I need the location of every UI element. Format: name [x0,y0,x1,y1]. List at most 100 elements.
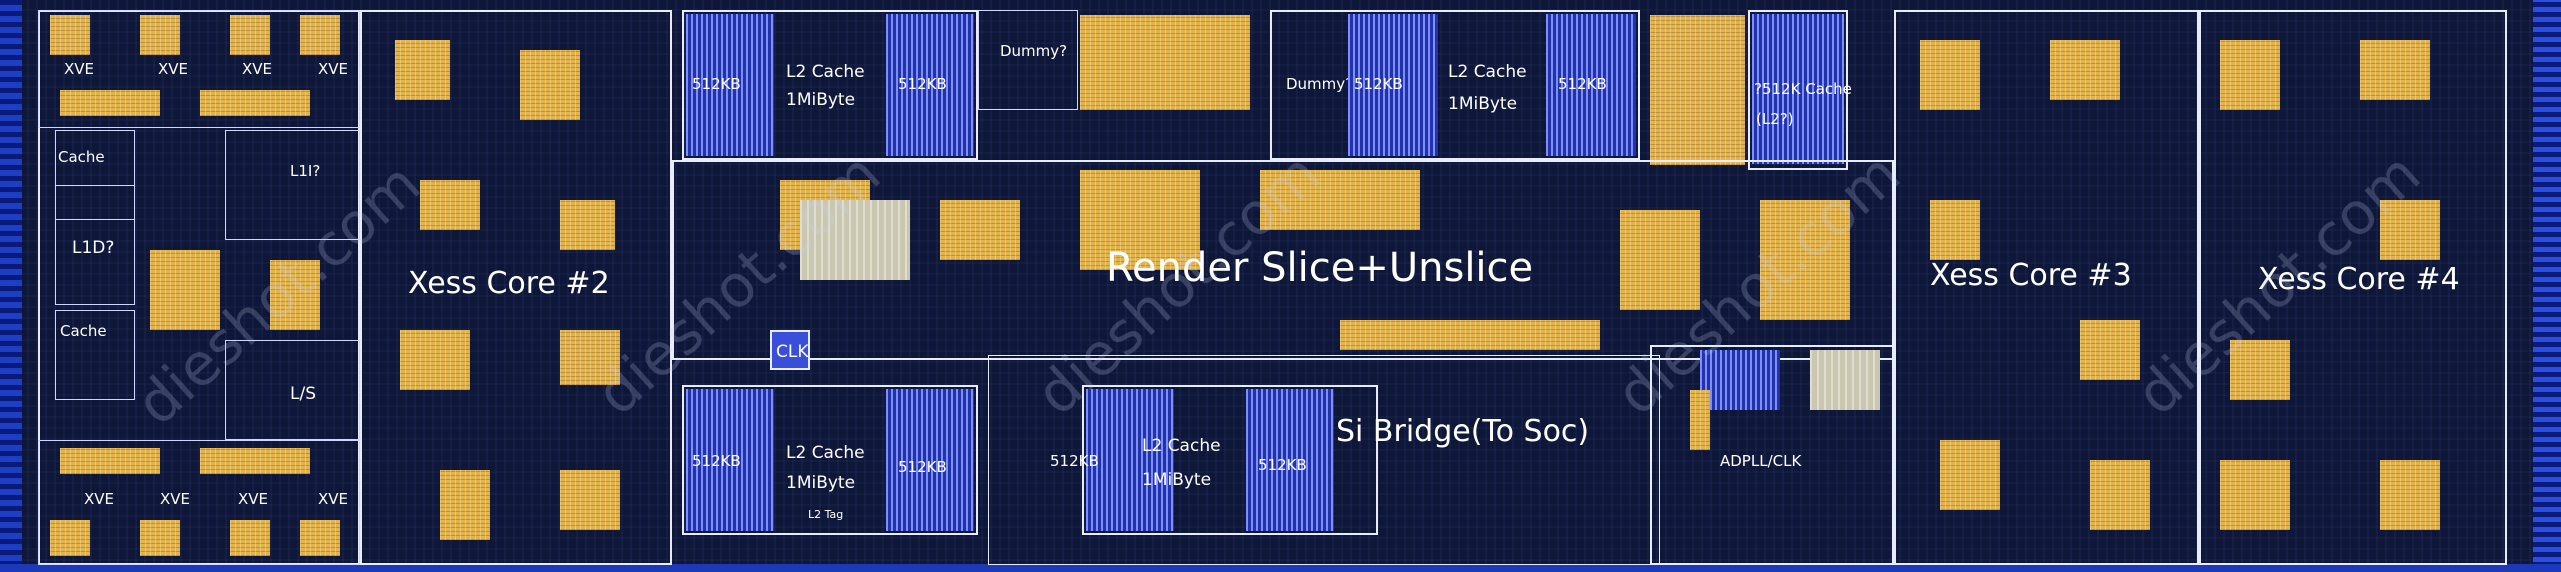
sram-label: 512KB [1050,452,1099,470]
logic-cluster [940,200,1020,260]
logic-cluster [2380,200,2440,260]
adpll-clk-block [1650,345,1894,565]
logic-cluster [140,15,180,55]
dummy-label: Dummy? [1286,75,1354,93]
adpll-clk-label: ADPLL/CLK [1720,452,1802,470]
dummy-block [978,10,1078,110]
sram-label: 512KB [1354,75,1403,93]
render-slice-block [672,160,1894,360]
l2-size-label: 1MiByte [786,473,856,493]
l1d-block [55,185,135,305]
sram-512kb [1246,389,1334,531]
logic-cluster [150,250,220,330]
logic-cluster [230,15,270,55]
logic-cluster [1260,170,1420,230]
logic-cluster [1930,200,1980,260]
xess-core-4-label: Xess Core #4 [2258,262,2460,297]
sram-512kb [686,14,774,156]
logic-cluster [1760,200,1850,320]
l2-size-label: 1MiByte [1448,94,1518,114]
clk-label: CLK [776,342,809,362]
xve-label: XVE [160,490,191,508]
render-slice-label: Render Slice+Unslice [1106,245,1534,291]
logic-cluster [2090,460,2150,530]
l1i-block [225,130,360,240]
sram-label: 512KB [1258,456,1307,474]
logic-cluster [440,470,490,540]
logic-cluster [1620,210,1700,310]
sram-label: 512KB [898,75,947,93]
l2-top-mid-block [1270,10,1640,160]
logic-cluster [300,520,340,556]
logic-cluster [560,200,615,250]
sram-label: 512KB [692,75,741,93]
xve-label: XVE [84,490,115,508]
xve-label: XVE [158,60,189,78]
sram-label: 512KB [898,458,947,476]
sram-512kb [1546,14,1636,156]
logic-cluster [420,180,480,230]
l2-cache-label: L2 Cache [786,443,865,463]
cache-bottom-label: Cache [60,322,107,340]
logic-cluster [60,448,160,474]
ls-label: L/S [290,384,316,404]
pll-macro [1700,350,1780,410]
logic-cluster [2080,320,2140,380]
l2-size-label: 1MiByte [786,90,856,110]
logic-cluster [270,260,320,330]
sram-label: 512KB [1558,75,1607,93]
sram-512kb [1348,14,1438,156]
xess-core-2-label: Xess Core #2 [408,266,610,301]
ls-block [225,340,360,440]
bottom-edge [0,564,2561,572]
xve-label: XVE [238,490,269,508]
sram-512kb [686,389,774,531]
logic-cluster [2050,40,2120,100]
logic-cluster [50,520,90,556]
xess-core-2-block [360,10,672,565]
logic-cluster [1940,440,2000,510]
l2-512k-label: ?512K Cache [1754,80,1852,98]
l2-bottom-mid-block [1082,385,1378,535]
right-io-edge [2533,0,2561,572]
logic-cluster [1080,170,1200,270]
sram-label: 512KB [692,452,741,470]
logic-cluster [2230,340,2290,400]
logic-cluster [560,470,620,530]
xve-top-row [38,10,360,128]
logic-cluster [1920,40,1980,110]
xess-core-3-block [1894,10,2199,565]
l1d-label: L1D? [72,238,115,258]
si-bridge-block [988,355,1660,565]
sram-512kb [886,389,974,531]
cache-top-label: Cache [58,148,105,166]
logic-cluster [395,40,450,100]
logic-cluster [2220,40,2280,110]
xve-label: XVE [318,490,349,508]
xve-label: XVE [318,60,349,78]
logic-cluster [2220,460,2290,530]
logic-cluster [1690,390,1710,450]
pll-macro [1810,350,1880,410]
l2-cache-label: L2 Cache [786,62,865,82]
l2-cache-label: L2 Cache [1448,62,1527,82]
xess-core-4-block [2199,10,2507,565]
xve-label: XVE [242,60,273,78]
logic-cluster [1340,320,1600,350]
cache-top-block [55,130,135,220]
logic-cluster [400,330,470,390]
logic-cluster [1080,15,1250,110]
l2-top-left-block [682,10,978,160]
logic-cluster [800,200,910,280]
sram-block [1752,14,1844,164]
logic-cluster [520,50,580,120]
l2-bottom-left-block [682,385,978,535]
clk-block [770,330,810,370]
l2-512k-cache-block [1748,10,1848,170]
xve-label: XVE [64,60,95,78]
logic-cluster [2360,40,2430,100]
logic-cluster [200,448,310,474]
sram-512kb [1086,389,1174,531]
sram-512kb [886,14,974,156]
